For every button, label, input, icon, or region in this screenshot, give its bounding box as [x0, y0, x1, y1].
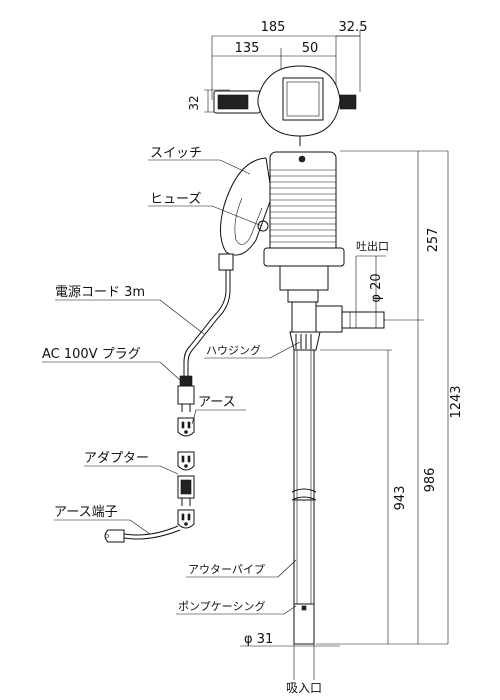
leader-lines	[42, 159, 386, 615]
earth-outlet	[177, 417, 195, 437]
right-dimensions: 257 1243 986 943 φ 20	[316, 150, 464, 645]
label-housing: ハウジング	[206, 343, 261, 357]
top-view-head	[213, 65, 357, 146]
labels: スイッチ ヒューズ 電源コード 3m AC 100V プラグ アース アダプター…	[42, 146, 389, 695]
label-pump-casing: ポンプケーシング	[178, 599, 265, 613]
label-earth: アース	[198, 395, 236, 410]
top-view-dimensions: 185 32.5 135 50 32	[187, 20, 368, 113]
dim-suction-diameter: φ 31	[244, 632, 273, 647]
adapter	[177, 451, 195, 529]
dim-32: 32	[187, 95, 201, 110]
earth-terminal	[104, 525, 181, 543]
dim-outlet-diameter: φ 20	[369, 273, 384, 302]
label-outer-pipe: アウターパイプ	[188, 563, 265, 576]
label-fuse: ヒューズ	[150, 191, 201, 207]
bottom-dimension: φ 31	[240, 632, 340, 680]
label-plug: AC 100V プラグ	[42, 347, 141, 362]
dim-986: 986	[423, 468, 438, 493]
dim-943: 943	[393, 486, 408, 511]
outer-pipe	[291, 349, 317, 605]
label-adapter: アダプター	[84, 451, 149, 466]
label-outlet: 吐出口	[356, 239, 389, 253]
dim-257: 257	[426, 228, 441, 253]
dim-32-5: 32.5	[339, 20, 368, 35]
power-cord	[183, 253, 234, 378]
pump-casing	[293, 603, 315, 645]
dim-1243: 1243	[449, 385, 464, 418]
dim-50: 50	[302, 41, 319, 56]
plug	[177, 375, 195, 412]
label-inlet: 吸入口	[286, 681, 322, 695]
motor-head	[220, 151, 345, 303]
label-earth-terminal: アース端子	[54, 505, 118, 520]
label-switch: スイッチ	[150, 146, 202, 161]
outlet-nozzle	[291, 301, 385, 333]
dim-135: 135	[235, 41, 260, 56]
housing-part	[289, 331, 321, 351]
dim-185: 185	[261, 20, 286, 35]
label-power-cord: 電源コード 3m	[55, 285, 145, 300]
